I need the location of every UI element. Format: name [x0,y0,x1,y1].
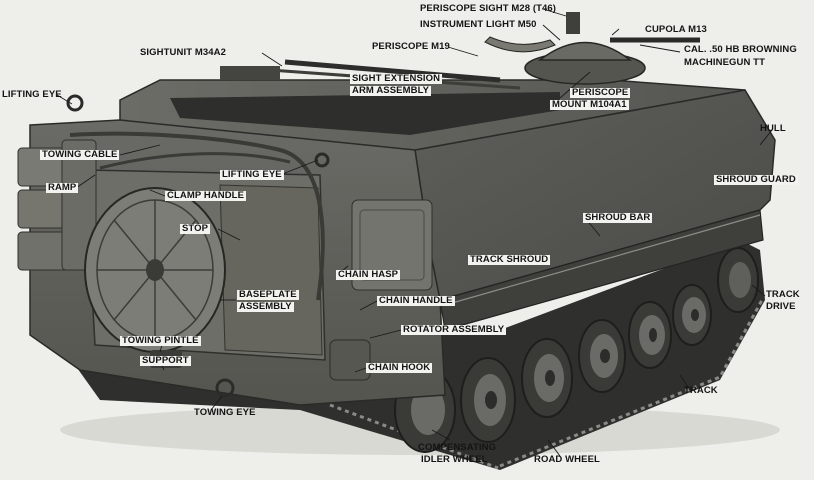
label-hull: HULL [760,123,786,134]
label-towing-cable: TOWING CABLE [40,149,120,160]
cupola-m13 [484,12,646,85]
label-chain-handle: CHAIN HANDLE [377,295,455,306]
label-lifting-eye-center: LIFTING EYE [220,169,284,180]
label-idler-line1: COMPENSATING [418,442,497,453]
label-support: SUPPORT [140,355,191,366]
label-road-wheel: ROAD WHEEL [534,454,600,465]
label-sightunit: SIGHTUNIT M34A2 [140,47,226,58]
label-cupola: CUPOLA M13 [645,24,707,35]
track-shroud [439,209,764,331]
baseplate-panel [219,184,323,356]
road-wheels [394,247,759,453]
label-shroud-bar: SHROUD BAR [583,212,653,223]
label-stop: STOP [180,223,211,234]
road-wheel [628,301,672,369]
road-wheel [578,319,626,393]
label-instrument-light: INSTRUMENT LIGHT M50 [420,19,537,30]
label-shroud-guard: SHROUD GUARD [714,174,798,185]
towing-cable-loop [99,152,291,170]
jerry-cans-left [17,139,97,271]
spare-wheel-stop [84,187,226,353]
label-chain-hook: CHAIN HOOK [366,362,433,373]
label-track-drive-line2: DRIVE [766,301,796,312]
label-chain-hasp: CHAIN HASP [336,269,401,280]
label-track-shroud: TRACK SHROUD [468,254,551,265]
towing-eye [215,378,235,398]
chain-hook [329,339,371,381]
track-drive-sprocket [717,247,759,313]
label-towing-pintle: TOWING PINTLE [120,335,201,346]
road-wheel [460,357,516,443]
label-sight-extension-line1: SIGHT EXTENSION [350,73,443,84]
cargo-hatch-opening [170,92,560,135]
lifting-eye-left [66,94,84,112]
sight-extension-arm [220,59,521,90]
road-wheel [521,338,573,418]
label-lifting-eye-left: LIFTING EYE [2,89,62,100]
lifting-eye-center [314,152,330,168]
label-periscope-sight: PERISCOPE SIGHT M28 (T46) [420,3,557,14]
label-clamp-handle: CLAMP HANDLE [165,190,247,201]
label-periscope-m19: PERISCOPE M19 [372,41,450,52]
label-ramp: RAMP [46,182,79,193]
towing-cable [69,131,325,301]
label-idler-line2: IDLER WHEEL [421,454,488,465]
label-track-drive-line1: TRACK [766,289,800,300]
label-towing-eye: TOWING EYE [194,407,256,418]
road-wheel [672,284,712,346]
label-periscope-mount-line1: PERISCOPE [570,87,631,98]
label-browning-line1: CAL. .50 HB BROWNING [684,44,797,55]
label-rotator-assembly: ROTATOR ASSEMBLY [401,324,507,335]
label-baseplate-line1: BASEPLATE [237,289,299,300]
shroud-bar [444,214,761,306]
jerry-cans-right [351,199,433,291]
label-periscope-mount-line2: MOUNT M104A1 [550,99,629,110]
label-track: TRACK [684,385,718,396]
label-sight-extension-line2: ARM ASSEMBLY [350,85,432,96]
label-browning-line2: MACHINEGUN TT [684,57,765,68]
label-baseplate-line2: ASSEMBLY [237,301,294,312]
